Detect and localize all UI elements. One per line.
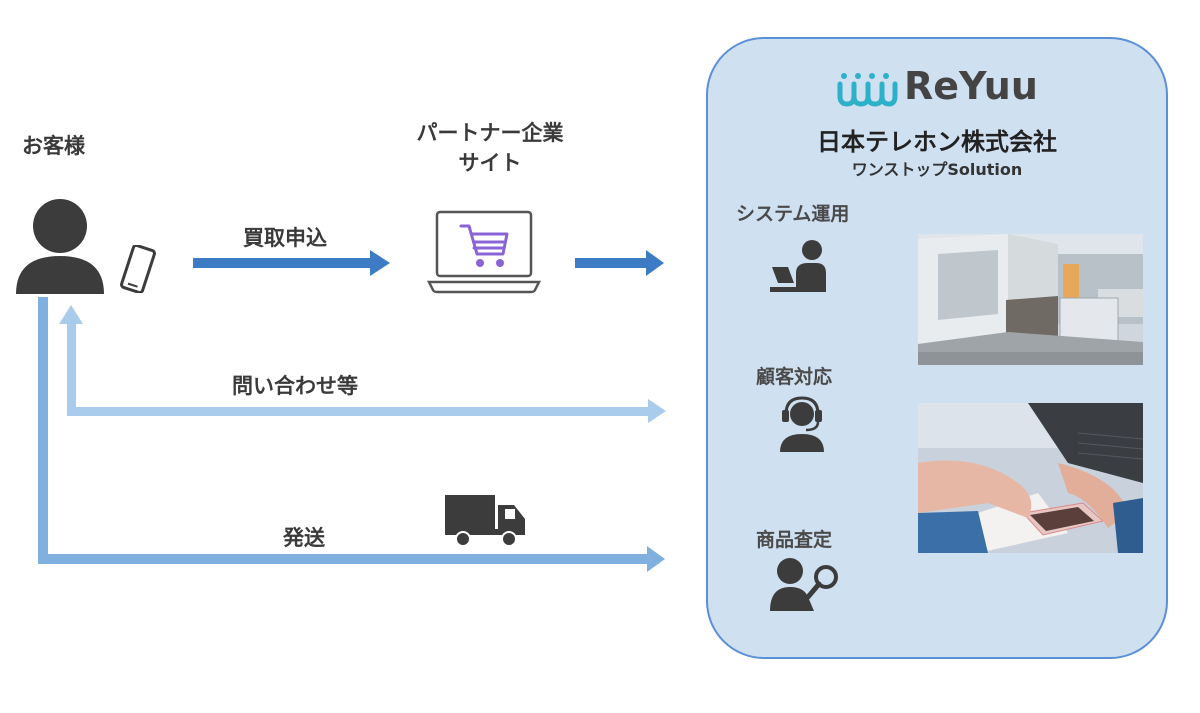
tagline: ワンストップSolution <box>851 160 1023 179</box>
magnifier-person-icon <box>770 558 838 611</box>
partner-site-title: パートナー企業 サイト <box>380 118 600 178</box>
operator-desk-icon <box>770 240 826 292</box>
purchase-request-label: 買取申込 <box>243 226 327 250</box>
person-icon <box>16 199 104 294</box>
service-customer-support-label: 顧客対応 <box>756 366 833 388</box>
partner-site-title-line1: パートナー企業 <box>416 121 564 145</box>
laptop-cart-icon <box>427 210 542 294</box>
shipping-label: 発送 <box>283 526 325 550</box>
service-system-operation-label: システム運用 <box>736 203 850 225</box>
purchase-request-arrow <box>193 250 390 276</box>
smartphone-icon <box>120 245 156 293</box>
truck-icon <box>445 495 525 547</box>
company-name: 日本テレホン株式会社 <box>817 128 1057 156</box>
cart-icon <box>459 224 509 256</box>
inquiries-label: 問い合わせ等 <box>232 374 358 398</box>
partner-site-title-line2: サイト <box>458 151 522 175</box>
reyuu-logo-icon <box>837 73 898 107</box>
reyuu-logo-text: ReYuu <box>904 64 1038 108</box>
headset-icon <box>780 396 824 452</box>
partner-to-provider-arrow <box>575 250 664 276</box>
inquiry-arrow <box>59 305 666 423</box>
customer-label: お客様 <box>22 134 85 158</box>
service-appraisal-label: 商品査定 <box>756 529 833 551</box>
inspection-photo <box>918 403 1143 553</box>
warehouse-photo <box>918 234 1143 365</box>
shipping-arrow <box>38 297 665 572</box>
